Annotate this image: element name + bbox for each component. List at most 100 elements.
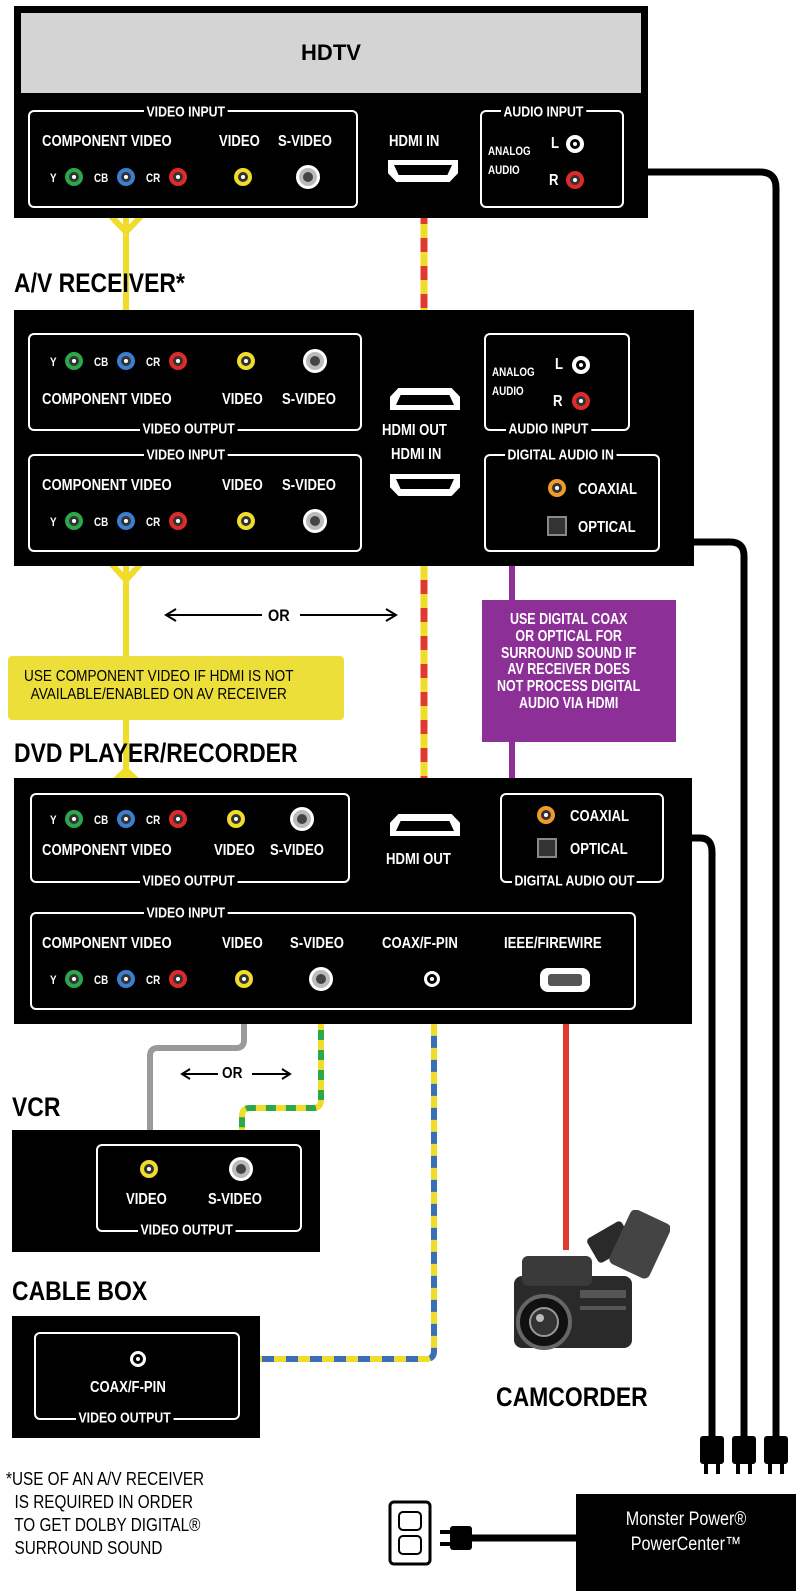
- dvd-out-video-label: VIDEO: [214, 842, 255, 859]
- receiver-coaxial-jack: [548, 479, 566, 497]
- receiver-video-input-label: VIDEO INPUT: [144, 447, 228, 463]
- dvd-video-input-label: VIDEO INPUT: [144, 905, 228, 921]
- dvd-digital-audio-label: DIGITAL AUDIO OUT: [512, 873, 637, 889]
- receiver-video-output-frame: [28, 333, 362, 431]
- wall-plug-icon: [440, 1526, 472, 1550]
- hdtv-component-label: COMPONENT VIDEO: [42, 133, 172, 150]
- receiver-out-y-jack: [65, 352, 83, 370]
- digital-note-box: [482, 600, 676, 742]
- receiver-optical-label: OPTICAL: [578, 519, 636, 536]
- receiver-out-cb-label: CB: [94, 355, 109, 369]
- receiver-title: A/V RECEIVER*: [14, 268, 185, 298]
- dvd-in-cr-label: CR: [146, 973, 161, 987]
- power-cable-dvd: [692, 834, 716, 1440]
- receiver-l-label: L: [555, 356, 564, 373]
- dvd-optical-port: [537, 838, 557, 858]
- dvd-in-y-jack: [65, 970, 83, 988]
- dvd-coaxial-label: COAXIAL: [570, 808, 630, 825]
- or-arrow-1: [164, 608, 398, 622]
- hdtv-video-input-frame: [28, 110, 358, 208]
- receiver-optical-port: [547, 516, 567, 536]
- receiver-out-svideo-label: S-VIDEO: [282, 391, 336, 408]
- svideo-cable-dvd-vcr: [239, 990, 324, 1158]
- dvd-in-y-label: Y: [50, 973, 57, 987]
- vcr-svideo-jack: [229, 1157, 253, 1181]
- dvd-out-cb-label: CB: [94, 813, 109, 827]
- receiver-in-component-label: COMPONENT VIDEO: [42, 477, 172, 494]
- vcr-video-label: VIDEO: [126, 1191, 167, 1208]
- component-note-text: USE COMPONENT VIDEO IF HDMI IS NOT AVAIL…: [24, 668, 294, 703]
- cable-box-output-frame: [34, 1332, 240, 1420]
- power-center-line1: Monster Power®: [625, 1509, 747, 1530]
- dvd-in-cb-jack: [117, 970, 135, 988]
- receiver-audio-input-label: AUDIO INPUT: [506, 421, 591, 437]
- power-cable-receiver: [692, 538, 748, 1440]
- cable-box-coax-label: COAX/F-PIN: [90, 1379, 166, 1396]
- dvd-video-input-frame: [30, 912, 636, 1010]
- receiver-audio-r-jack: [572, 392, 590, 410]
- hdtv-y-label: Y: [50, 171, 57, 185]
- vcr-title: VCR: [12, 1092, 61, 1122]
- dvd-out-svideo-jack: [290, 807, 314, 831]
- or-label-2: OR: [222, 1065, 243, 1082]
- receiver-analog-label: ANALOG: [492, 365, 535, 379]
- hdtv-title: HDTV: [21, 13, 641, 93]
- hdtv-audio-input-label: AUDIO INPUT: [501, 104, 586, 120]
- dvd-out-cr-label: CR: [146, 813, 161, 827]
- dvd-in-coax-jack: [424, 971, 440, 987]
- dvd-in-video-label: VIDEO: [222, 935, 263, 952]
- receiver-r-label: R: [553, 393, 563, 410]
- hdtv-hdmi-in-label: HDMI IN: [389, 133, 440, 150]
- vcr-video-output-frame: [96, 1144, 302, 1232]
- hdtv-r-label: R: [549, 172, 559, 189]
- digital-note-text: USE DIGITAL COAX OR OPTICAL FOR SURROUND…: [497, 611, 641, 712]
- hdtv-audio-label: AUDIO: [488, 163, 520, 177]
- dvd-in-firewire-label: IEEE/FIREWIRE: [504, 935, 602, 952]
- dvd-out-video-jack: [227, 810, 245, 828]
- camcorder-icon: [514, 1210, 670, 1350]
- hdtv-y-jack: [65, 168, 83, 186]
- dvd-firewire-port: [540, 968, 590, 992]
- hdtv-analog-label: ANALOG: [488, 144, 531, 158]
- hdtv-video-label: VIDEO: [219, 133, 260, 150]
- power-center-panel: [576, 1494, 796, 1591]
- receiver-coaxial-label: COAXIAL: [578, 481, 638, 498]
- receiver-video-output-label: VIDEO OUTPUT: [140, 421, 238, 437]
- receiver-out-component-label: COMPONENT VIDEO: [42, 391, 172, 408]
- dvd-in-cr-jack: [169, 970, 187, 988]
- power-cable-hdtv: [648, 168, 780, 1440]
- vcr-video-output-label: VIDEO OUTPUT: [138, 1222, 236, 1238]
- receiver-out-video-label: VIDEO: [222, 391, 263, 408]
- dvd-video-output-label: VIDEO OUTPUT: [140, 873, 238, 889]
- hdtv-cr-label: CR: [146, 171, 161, 185]
- receiver-in-svideo-label: S-VIDEO: [282, 477, 336, 494]
- receiver-hdmi-out-label: HDMI OUT: [382, 422, 447, 439]
- receiver-hdmi-out-port: [390, 388, 460, 410]
- receiver-out-video-jack: [237, 352, 255, 370]
- dvd-in-svideo-jack: [309, 967, 333, 991]
- vcr-video-jack: [140, 1160, 158, 1178]
- hdtv-svideo-jack: [296, 165, 320, 189]
- dvd-out-cr-jack: [169, 810, 187, 828]
- dvd-in-video-jack: [235, 970, 253, 988]
- dvd-out-component-label: COMPONENT VIDEO: [42, 842, 172, 859]
- video-cable-dvd-vcr: [147, 986, 247, 1160]
- dvd-out-svideo-label: S-VIDEO: [270, 842, 324, 859]
- camcorder-title: CAMCORDER: [496, 1382, 648, 1412]
- receiver-out-cb-jack: [117, 352, 135, 370]
- hdtv-cb-jack: [117, 168, 135, 186]
- receiver-audio-input-frame: [484, 333, 630, 431]
- hdtv-cb-label: CB: [94, 171, 109, 185]
- cable-box-coax-jack: [130, 1351, 146, 1367]
- receiver-in-video-jack: [237, 512, 255, 530]
- receiver-in-cb-label: CB: [94, 515, 109, 529]
- receiver-out-y-label: Y: [50, 355, 57, 369]
- receiver-in-svideo-jack: [303, 509, 327, 533]
- or-label-1: OR: [268, 606, 290, 625]
- receiver-video-input-frame: [28, 454, 362, 552]
- dvd-in-component-label: COMPONENT VIDEO: [42, 935, 172, 952]
- dvd-in-coax-label: COAX/F-PIN: [382, 935, 458, 952]
- power-center-line2: PowerCenter™: [630, 1534, 742, 1555]
- dvd-in-cb-label: CB: [94, 973, 109, 987]
